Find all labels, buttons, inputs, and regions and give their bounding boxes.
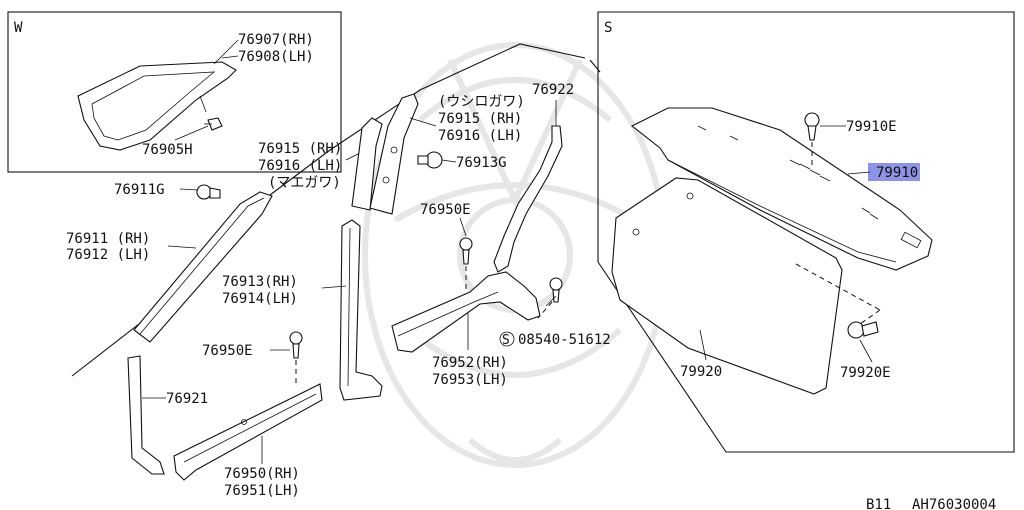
label-76911g: 76911G bbox=[114, 182, 165, 198]
clip-76950e-upper bbox=[459, 217, 473, 292]
label-76907: 76907(RH) bbox=[238, 32, 314, 48]
inset-w-letter: W bbox=[14, 20, 23, 36]
label-76921: 76921 bbox=[166, 391, 208, 407]
footer-model: B11 bbox=[866, 497, 891, 510]
center-pillar-upper-trim-rear bbox=[369, 93, 419, 215]
label-76915-front: 76915 (RH) bbox=[258, 141, 342, 157]
rear-panel-board bbox=[611, 177, 843, 395]
clip-79920e bbox=[847, 321, 879, 363]
screw-08540-51612 bbox=[537, 277, 563, 319]
label-ushirogawa: (ウシロガワ) bbox=[438, 94, 525, 110]
label-76951: 76951(LH) bbox=[224, 483, 300, 499]
label-screw-s: S bbox=[502, 333, 510, 348]
inset-s: S 79910E 79910 bbox=[597, 11, 1015, 453]
label-76952: 76952(RH) bbox=[432, 355, 508, 371]
inset-s-letter: S bbox=[604, 20, 612, 36]
clip-76950e-lower bbox=[270, 331, 303, 384]
pillar-strip-76921 bbox=[127, 355, 165, 475]
label-79910: 79910 bbox=[876, 165, 918, 181]
clip-76905h bbox=[204, 117, 223, 131]
label-76908: 76908(LH) bbox=[238, 49, 314, 65]
label-76916-rear: 76916 (LH) bbox=[438, 128, 522, 144]
inset-w: W 76907(RH) 76908(LH) 76905H bbox=[7, 11, 342, 173]
grommet-76911g bbox=[179, 184, 221, 200]
label-08540-51612: 08540-51612 bbox=[518, 332, 611, 348]
clip-79910e bbox=[804, 112, 846, 168]
label-76950e-upper: 76950E bbox=[420, 202, 471, 218]
label-76950: 76950(RH) bbox=[224, 466, 300, 482]
label-76916-front: 76916 (LH) bbox=[258, 158, 342, 174]
center-pillar-upper-trim bbox=[351, 117, 383, 211]
label-79920e: 79920E bbox=[840, 365, 891, 381]
shelf-vent-slots bbox=[697, 125, 879, 220]
label-76911: 76911 (RH) bbox=[66, 231, 150, 247]
label-76914: 76914(LH) bbox=[222, 291, 298, 307]
label-76913g: 76913G bbox=[456, 155, 507, 171]
footer-diagram-code: AH76030004 bbox=[912, 497, 996, 510]
label-76953: 76953(LH) bbox=[432, 372, 508, 388]
label-76913: 76913(RH) bbox=[222, 274, 298, 290]
screw-s-marker bbox=[499, 331, 515, 347]
highlight-79910 bbox=[868, 163, 920, 181]
label-79920: 79920 bbox=[680, 364, 722, 380]
quarter-window-molding bbox=[77, 61, 237, 151]
label-76912: 76912 (LH) bbox=[66, 247, 150, 263]
label-76905h: 76905H bbox=[142, 142, 193, 158]
rear-pillar-strip-76922 bbox=[493, 125, 563, 273]
front-scuff-plate bbox=[173, 383, 323, 481]
label-76915-rear: 76915 (RH) bbox=[438, 111, 522, 127]
label-79910e: 79910E bbox=[846, 119, 897, 135]
front-pillar-trim bbox=[133, 191, 273, 343]
label-76950e-lower: 76950E bbox=[202, 343, 253, 359]
center-pillar-lower-trim bbox=[339, 219, 383, 401]
clip-76913g bbox=[417, 151, 457, 169]
label-maegawa: (マエガワ) bbox=[268, 175, 341, 191]
label-76922: 76922 bbox=[532, 82, 574, 98]
